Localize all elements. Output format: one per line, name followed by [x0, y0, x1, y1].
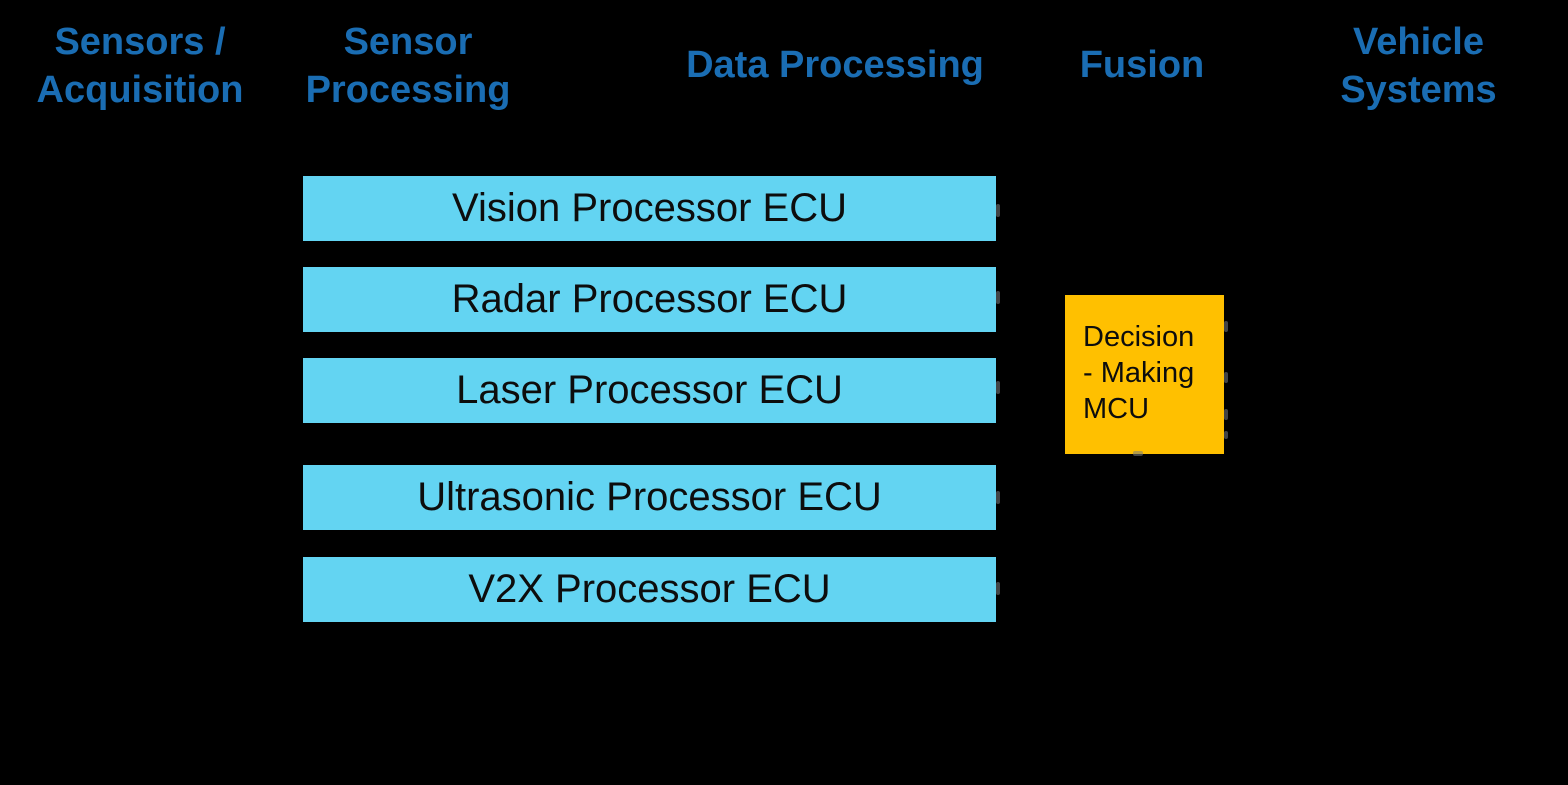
mcu-line: Decision [1083, 321, 1195, 353]
arrow-remnant-icon [1224, 321, 1228, 332]
processor-box-vision: Vision Processor ECU [303, 176, 996, 241]
column-header-data-processing: Data Processing [655, 41, 1015, 89]
header-line: Systems [1340, 69, 1497, 111]
header-line: Acquisition [36, 69, 244, 111]
mcu-line: - Making [1083, 357, 1195, 389]
arrow-remnant-icon [1224, 431, 1228, 439]
arrow-remnant-icon [996, 291, 1000, 304]
header-line: Sensor [343, 21, 473, 63]
decision-making-mcu-box: Decision - Making MCU [1065, 295, 1224, 454]
arrow-remnant-icon [996, 582, 1000, 595]
column-header-fusion: Fusion [1057, 41, 1227, 89]
arrow-remnant-icon [1224, 409, 1228, 420]
arrow-remnant-icon [996, 204, 1000, 217]
mcu-line: MCU [1083, 393, 1150, 425]
header-line: Processing [305, 69, 511, 111]
arrow-remnant-icon [996, 381, 1000, 394]
arrow-remnant-icon [1224, 372, 1228, 383]
processor-box-v2x: V2X Processor ECU [303, 557, 996, 622]
column-header-sensors-acquisition: Sensors / Acquisition [5, 18, 275, 114]
header-line: Sensors / [54, 21, 226, 63]
column-header-vehicle-systems: Vehicle Systems [1326, 18, 1511, 114]
processor-box-laser: Laser Processor ECU [303, 358, 996, 423]
arrow-remnant-icon [996, 491, 1000, 504]
header-line: Fusion [1079, 44, 1205, 86]
header-line: Vehicle [1353, 21, 1484, 63]
column-header-sensor-processing: Sensor Processing [293, 18, 523, 114]
processor-box-ultrasonic: Ultrasonic Processor ECU [303, 465, 996, 530]
arrow-remnant-icon [1133, 451, 1143, 456]
header-line: Data Processing [686, 44, 984, 86]
processor-box-radar: Radar Processor ECU [303, 267, 996, 332]
